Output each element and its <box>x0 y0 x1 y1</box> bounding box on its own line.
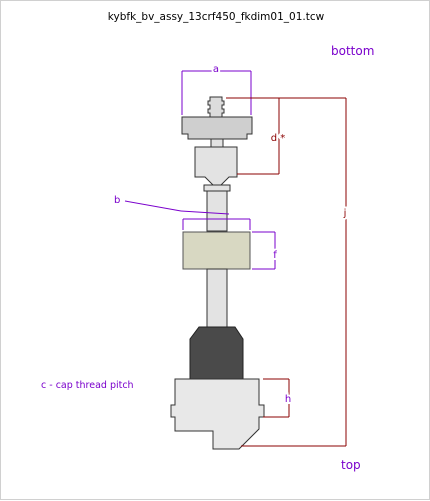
shaft-lower <box>206 268 228 328</box>
orientation-label-bottom: bottom <box>331 44 375 58</box>
dimension-j: j <box>241 97 348 447</box>
dust-boot <box>189 326 244 380</box>
shaft-upper <box>206 190 228 232</box>
orientation-label-top: top <box>341 458 361 472</box>
upper-body-step <box>203 184 231 192</box>
dimension-a: a <box>181 62 252 115</box>
bottom-cap <box>170 378 265 450</box>
threaded-tip <box>207 96 225 118</box>
spacer-block <box>182 231 251 270</box>
dimension-h: h <box>263 378 293 418</box>
dimension-d: d * <box>226 97 287 175</box>
upper-neck <box>210 138 224 148</box>
dimension-b-label: b <box>114 195 120 206</box>
top-nut <box>181 116 253 140</box>
dimension-a-label: a <box>213 64 219 75</box>
upper-body <box>194 146 238 186</box>
drawing-title: kybfk_bv_assy_13crf450_fkdim01_01.tcw <box>107 11 325 23</box>
dimension-f: f <box>252 231 279 270</box>
dimension-b: b <box>114 195 251 230</box>
dimension-d-label: d * <box>271 133 286 144</box>
dimension-j-label: j <box>343 208 347 219</box>
dimension-f-label: f <box>273 250 277 261</box>
note-cap-thread-pitch: c - cap thread pitch <box>41 380 134 391</box>
dimension-h-label: h <box>285 394 291 405</box>
